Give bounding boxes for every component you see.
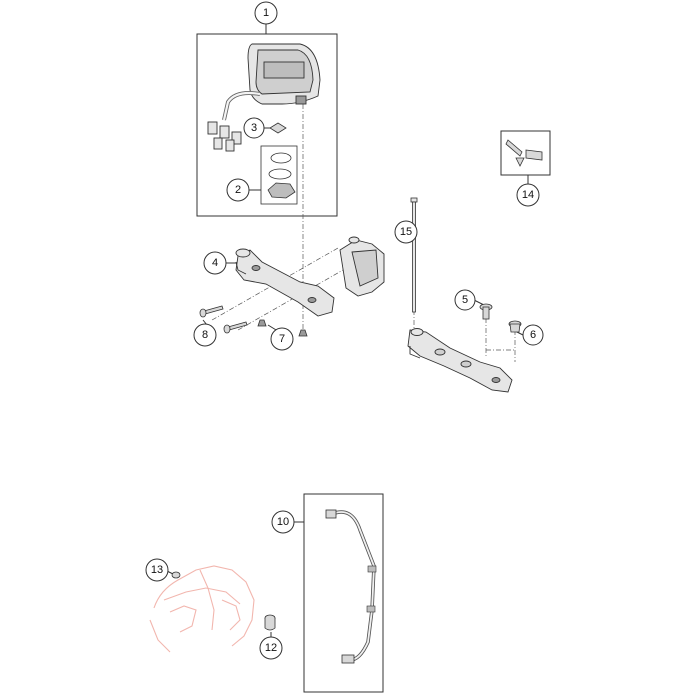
svg-text:5: 5 xyxy=(462,294,468,306)
svg-text:15: 15 xyxy=(400,226,412,238)
svg-text:1: 1 xyxy=(263,7,269,19)
callout-4: 4 xyxy=(203,251,227,275)
callout-5: 5 xyxy=(454,289,476,311)
nut-7 xyxy=(257,319,308,337)
callout-14: 14 xyxy=(516,183,540,207)
svg-text:3: 3 xyxy=(251,122,257,134)
bushing-12 xyxy=(264,614,276,631)
grommet-6 xyxy=(508,320,522,333)
frame-cable-10 xyxy=(303,493,384,693)
svg-text:6: 6 xyxy=(530,329,536,341)
svg-text:14: 14 xyxy=(522,189,534,201)
part-15-rod xyxy=(410,197,418,313)
callout-8: 8 xyxy=(193,323,217,347)
svg-text:4: 4 xyxy=(212,257,218,269)
svg-text:2: 2 xyxy=(235,184,241,196)
frame-instrument-group xyxy=(196,33,338,217)
callout-6: 6 xyxy=(522,324,544,346)
bolt-5 xyxy=(479,303,493,320)
ghost-frame-outline xyxy=(149,565,255,653)
callout-7: 7 xyxy=(270,327,294,351)
instrument-cluster xyxy=(207,43,321,152)
svg-text:10: 10 xyxy=(277,516,289,528)
part-2-kit xyxy=(260,145,298,205)
part-3-fastener xyxy=(269,122,287,134)
right-bracket xyxy=(407,328,513,393)
callout-1: 1 xyxy=(254,1,278,25)
callout-12: 12 xyxy=(259,636,283,660)
bushing-13 xyxy=(171,571,181,579)
part-14-pin xyxy=(505,139,543,167)
cable-10 xyxy=(325,509,377,664)
svg-text:12: 12 xyxy=(265,642,277,654)
callout-13: 13 xyxy=(145,558,169,582)
frame-part-14 xyxy=(500,130,551,176)
callout-15: 15 xyxy=(394,220,418,244)
svg-text:8: 8 xyxy=(202,329,208,341)
callout-10: 10 xyxy=(271,510,295,534)
callout-2: 2 xyxy=(226,178,250,202)
svg-text:7: 7 xyxy=(279,333,285,345)
bolt-8 xyxy=(199,305,248,334)
svg-text:13: 13 xyxy=(151,564,163,576)
callout-3: 3 xyxy=(243,117,265,139)
mounting-bracket xyxy=(235,236,385,317)
